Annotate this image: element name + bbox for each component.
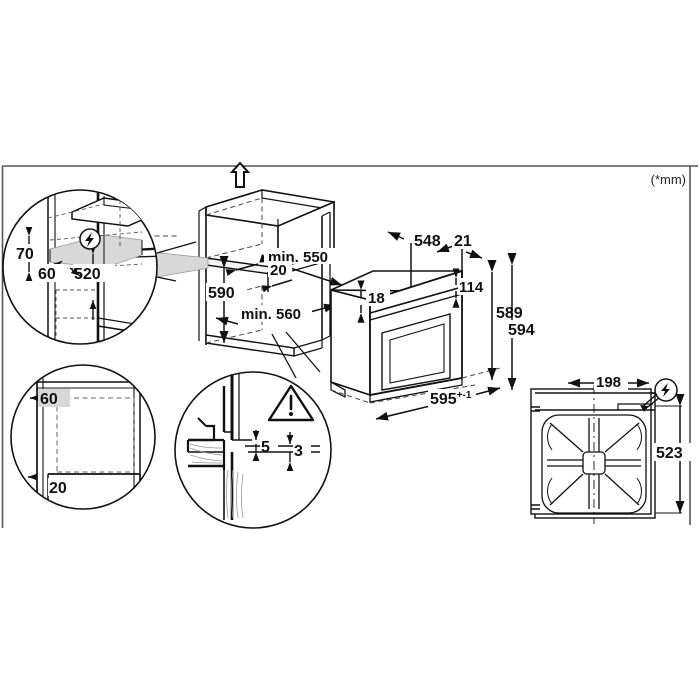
dim-589: 589 <box>496 305 523 322</box>
dim-3: 3 <box>294 443 303 460</box>
dim-523: 523 <box>656 445 683 462</box>
dim-5: 5 <box>261 439 270 456</box>
dim-18: 18 <box>368 290 385 307</box>
oven-dimensions: 548 21 18 114 <box>357 231 546 421</box>
dim-590: 590 <box>208 285 235 302</box>
dim-60-electrical: 60 <box>38 266 56 283</box>
fan-grille-icon <box>541 414 647 514</box>
unit-note: (*mm) <box>651 172 686 187</box>
dim-548: 548 <box>414 233 441 250</box>
dim-114: 114 <box>459 279 484 296</box>
lightning-bolt-icon-rear <box>640 378 678 412</box>
callout-leader-3 <box>271 331 321 379</box>
dim-min-560: min. 560 <box>241 306 301 323</box>
bottom-center-detail-circle: 5 3 <box>174 371 332 529</box>
dim-60-plinth: 60 <box>40 391 58 408</box>
dim-70: 70 <box>16 246 34 263</box>
dim-198: 198 <box>596 374 621 391</box>
warning-triangle-icon <box>267 384 315 422</box>
dim-20-plinth: 20 <box>49 480 67 497</box>
dim-595: 595+-1 <box>430 390 472 408</box>
callout-leader-1 <box>156 241 197 282</box>
dim-20-cabinet: 20 <box>270 262 287 279</box>
drawing-frame <box>1 165 698 528</box>
top-left-detail-circle: 70 60 520 <box>2 189 158 345</box>
up-arrow-icon <box>229 161 251 188</box>
dim-520: 520 <box>74 266 101 283</box>
dim-594: 594 <box>508 322 535 339</box>
bottom-left-detail-circle: 60 20 <box>10 364 156 510</box>
cabinet-dimensions: min. 550 20 590 min. 560 <box>206 248 343 343</box>
lightning-bolt-icon-detail <box>79 228 101 250</box>
rear-fan-plan-view: 198 523 <box>530 373 694 524</box>
dim-21: 21 <box>454 233 472 250</box>
